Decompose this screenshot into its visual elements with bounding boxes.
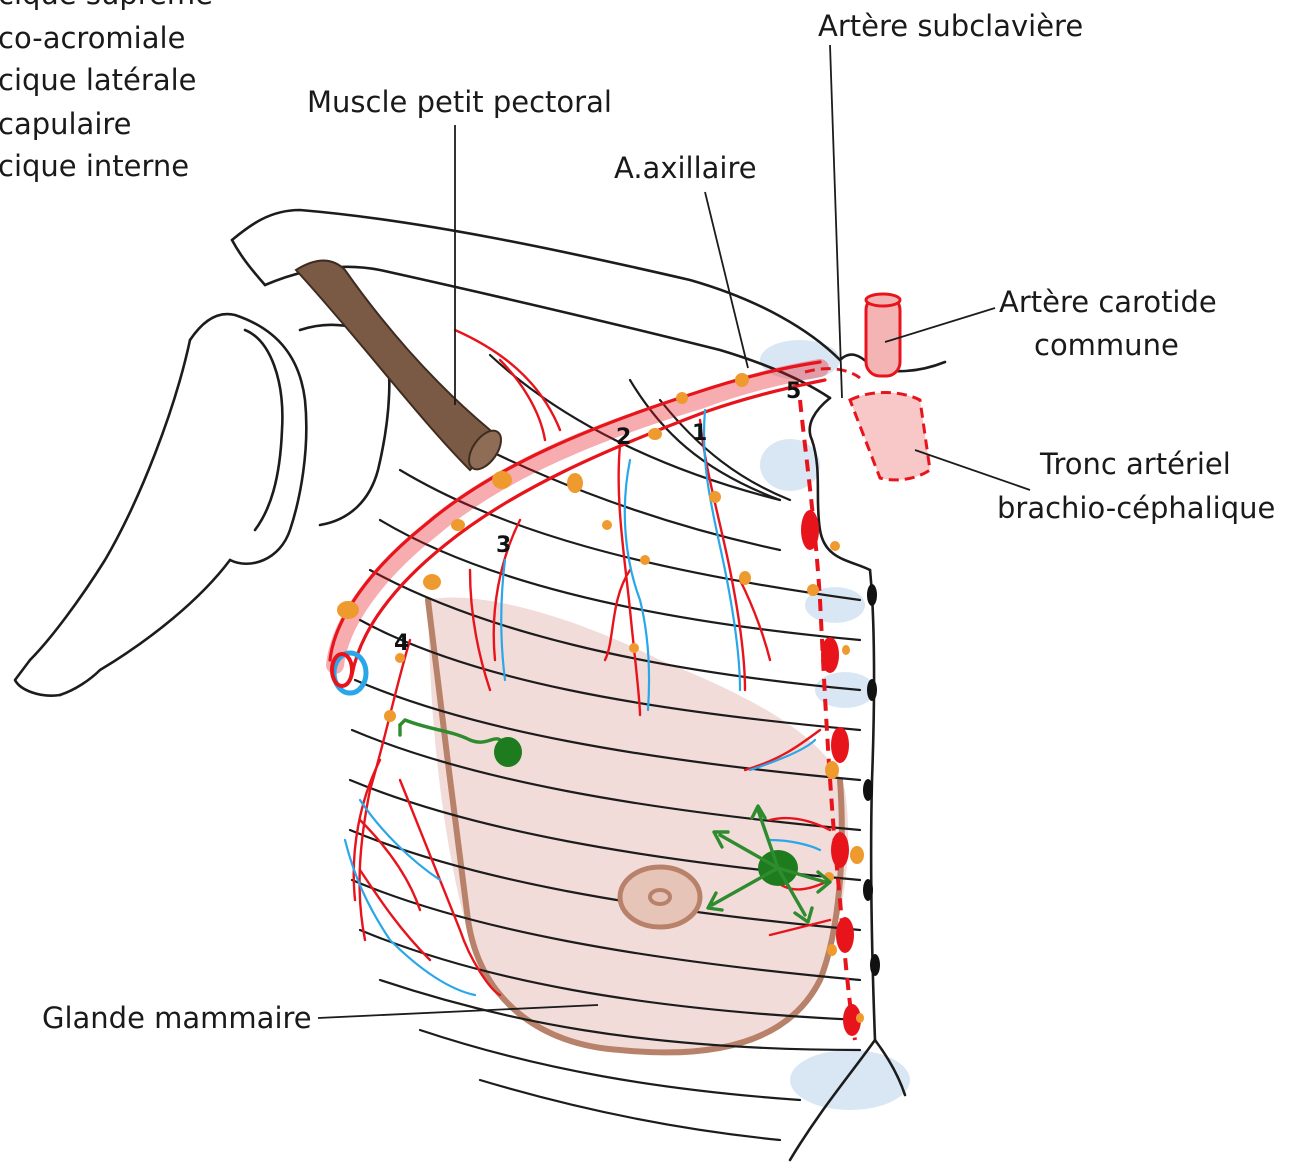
legend: cique suprême co-acromiale cique latéral… [0,0,213,183]
marker-1: 1 [692,421,707,446]
label-muscle-petit-pectoral: Muscle petit pectoral [307,85,612,119]
label-subclavian-artery: Artère subclavière [818,9,1083,43]
marker-4: 4 [394,631,409,656]
legend-line-1: cique suprême [0,0,213,11]
legend-line-2: co-acromiale [0,21,185,55]
label-trunk-line1: Tronc artériel [1039,447,1231,481]
great-vessels [805,294,930,480]
legend-line-5: cique interne [0,149,189,183]
marker-2: 2 [616,425,631,450]
label-trunk-line2: brachio-céphalique [997,491,1275,525]
marker-5: 5 [786,379,801,404]
label-carotid-line1: Artère carotide [999,285,1217,319]
label-mammary-gland: Glande mammaire [42,1001,312,1035]
legend-line-3: cique latérale [0,63,196,97]
label-axillary-artery: A.axillaire [614,151,757,185]
label-carotid-line2: commune [1034,328,1179,362]
nipple-areola [620,867,700,927]
marker-3: 3 [496,533,511,558]
legend-line-4: capulaire [0,107,132,141]
